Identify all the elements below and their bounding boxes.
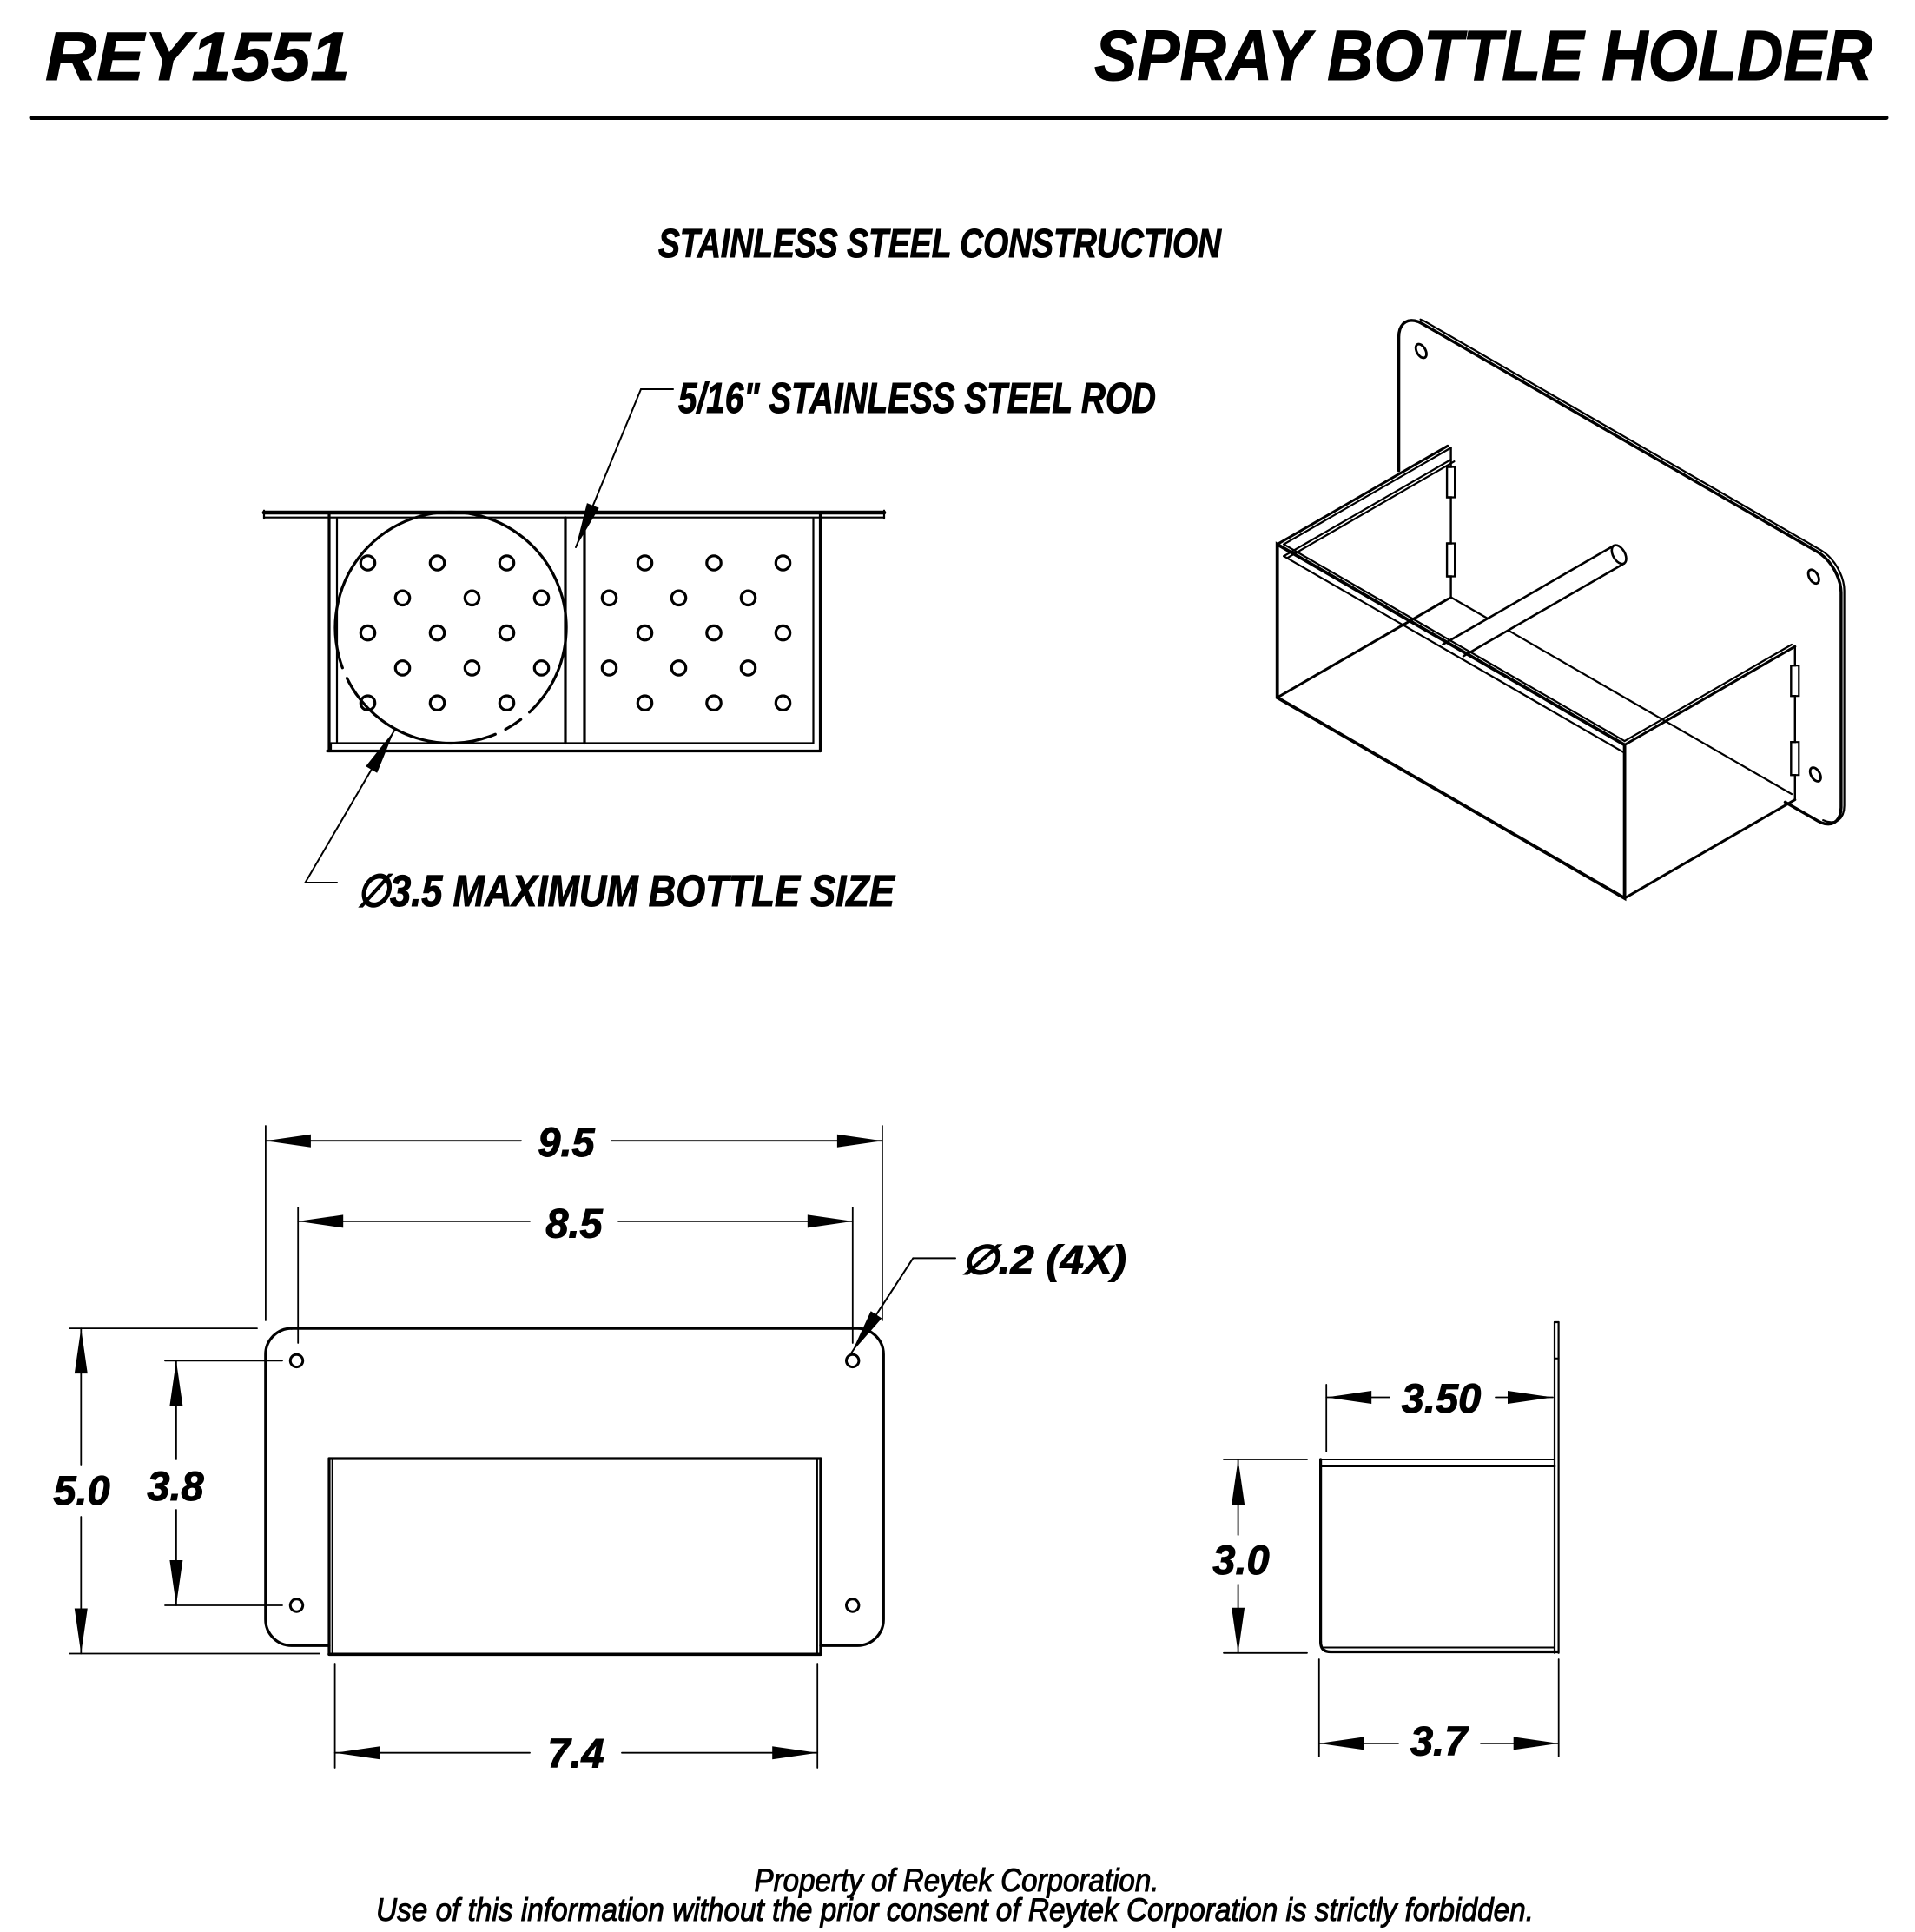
svg-text:5.0: 5.0 <box>53 1467 109 1513</box>
svg-text:Property of Reytek Corporation: Property of Reytek Corporation. <box>755 1863 1159 1898</box>
svg-text:∅3.5 MAXIMUM BOTTLE SIZE: ∅3.5 MAXIMUM BOTTLE SIZE <box>357 866 896 916</box>
svg-text:REY1551: REY1551 <box>45 17 350 95</box>
svg-text:SPRAY BOTTLE HOLDER: SPRAY BOTTLE HOLDER <box>1094 17 1872 96</box>
svg-text:Use of this information withou: Use of this information without the prio… <box>376 1892 1534 1928</box>
svg-text:∅.2 (4X): ∅.2 (4X) <box>961 1237 1126 1282</box>
svg-text:3.7: 3.7 <box>1410 1718 1469 1764</box>
svg-text:STAINLESS STEEL CONSTRUCTION: STAINLESS STEEL CONSTRUCTION <box>658 221 1222 266</box>
svg-text:3.0: 3.0 <box>1212 1537 1269 1583</box>
svg-text:3.50: 3.50 <box>1402 1375 1481 1421</box>
svg-text:7.4: 7.4 <box>547 1730 604 1777</box>
svg-text:8.5: 8.5 <box>545 1201 603 1247</box>
svg-text:3.8: 3.8 <box>147 1463 204 1509</box>
svg-text:9.5: 9.5 <box>538 1119 595 1165</box>
svg-text:5/16" STAINLESS STEEL ROD: 5/16" STAINLESS STEEL ROD <box>678 375 1156 422</box>
